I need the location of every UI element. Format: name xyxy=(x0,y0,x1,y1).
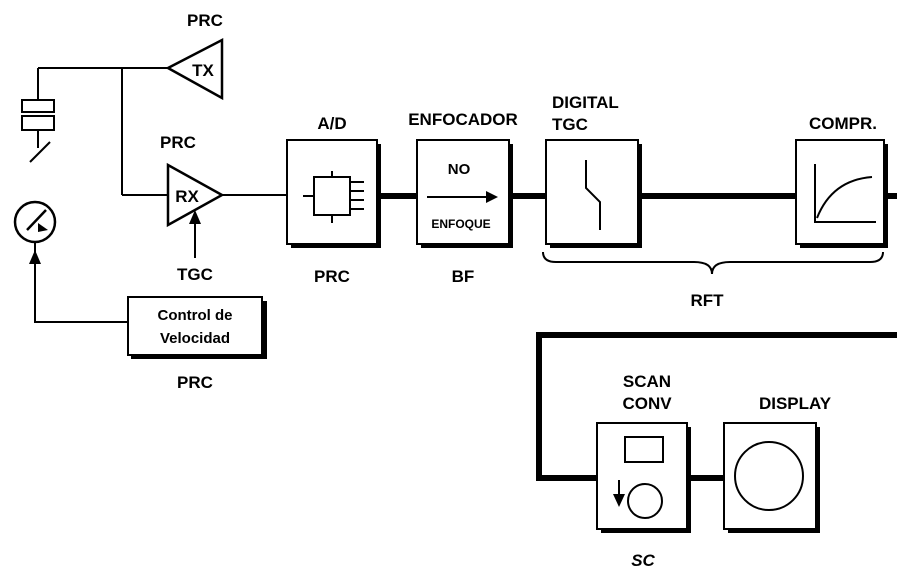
enfocador-label: ENFOCADOR xyxy=(408,110,518,129)
motor-gauge-icon xyxy=(13,200,57,264)
control-velocidad-block: Control de Velocidad PRC xyxy=(34,262,267,392)
tx-prc-label: PRC xyxy=(187,11,223,30)
rft-label: RFT xyxy=(690,291,724,310)
display-label: DISPLAY xyxy=(759,394,832,413)
enfoque-label: ENFOQUE xyxy=(431,217,490,231)
tx-label: TX xyxy=(192,61,214,80)
ad-label: A/D xyxy=(317,114,346,133)
enfocador-block: NO ENFOQUE ENFOCADOR BF xyxy=(408,110,518,286)
rx-label: RX xyxy=(175,187,199,206)
control-line1: Control de xyxy=(158,307,233,324)
compresion-block: COMPR. xyxy=(795,114,888,248)
transducer xyxy=(21,68,55,163)
rx-amplifier: RX PRC TGC xyxy=(160,133,225,284)
scan-label: SCAN xyxy=(623,372,671,391)
ad-prc-label: PRC xyxy=(314,267,350,286)
rft-brace: RFT xyxy=(542,251,884,310)
digital-tgc-block: DIGITAL TGC xyxy=(545,93,642,248)
tx-rx-wiring xyxy=(38,67,168,196)
ad-converter-block: A/D PRC xyxy=(286,114,381,286)
conv-label: CONV xyxy=(622,394,672,413)
scan-converter-block: SCAN CONV SC xyxy=(596,372,691,570)
compr-label: COMPR. xyxy=(809,114,877,133)
display-block: DISPLAY xyxy=(723,394,832,533)
control-line2: Velocidad xyxy=(160,330,230,347)
digital-label: DIGITAL xyxy=(552,93,619,112)
tx-amplifier: TX PRC xyxy=(165,11,224,101)
tgc-label: TGC xyxy=(177,265,213,284)
bf-label: BF xyxy=(452,267,475,286)
rx-prc-label: PRC xyxy=(160,133,196,152)
no-label: NO xyxy=(448,161,471,178)
sc-label: SC xyxy=(631,551,655,570)
control-prc-label: PRC xyxy=(177,373,213,392)
rft-to-scanconv-bus xyxy=(536,332,897,481)
digital-tgc-label: TGC xyxy=(552,115,588,134)
